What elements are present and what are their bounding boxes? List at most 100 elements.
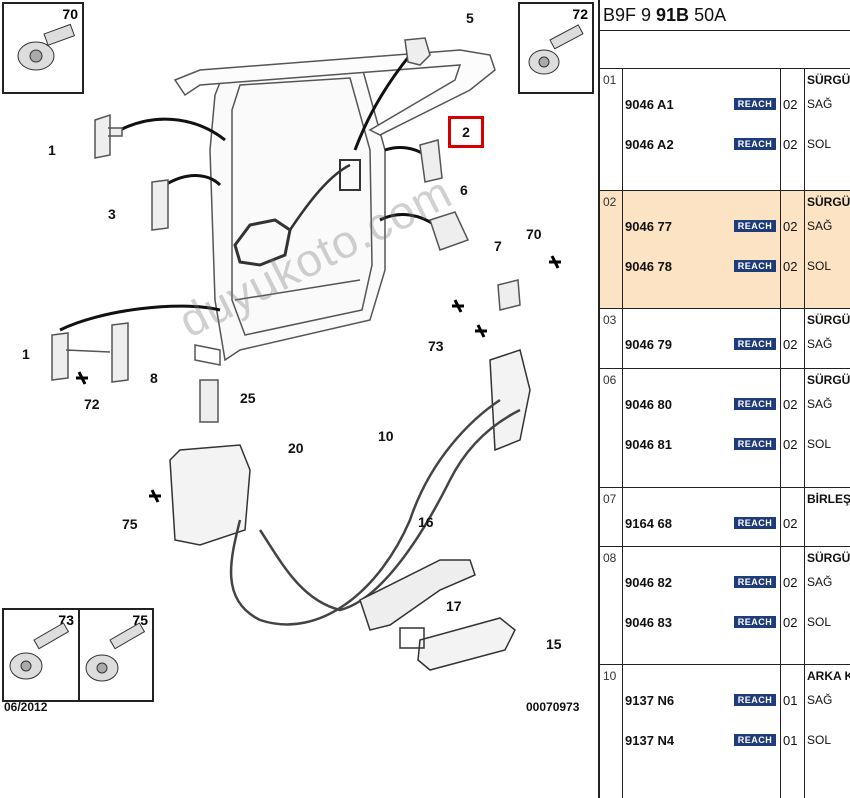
reach-badge: REACH [734,98,776,110]
header-prefix: B9F 9 [603,5,657,25]
part-quantity: 01 [783,733,798,748]
callout-72-b[interactable]: 72 [84,396,100,412]
screw-icon [9,622,70,680]
diagram-date: 06/2012 [4,700,48,714]
group-number: 02 [603,195,617,209]
part-reference[interactable]: 9137 N6 [625,693,675,708]
part-quantity: 02 [783,337,798,352]
callout-70-b[interactable]: 70 [526,226,542,242]
screw-icon [85,622,146,682]
inset-screw-72: 72 [518,2,594,94]
column-divider [780,69,781,191]
reach-badge: REACH [734,576,776,588]
part-side: SAĞ [807,693,833,707]
group-title: SÜRGÜ [807,73,850,87]
callout-15[interactable]: 15 [546,636,562,652]
group-title: SÜRGÜ [807,373,850,387]
callout-16[interactable]: 16 [418,514,434,530]
column-divider [804,191,805,309]
inset-screw-70: 70 [2,2,84,94]
column-divider [804,69,805,191]
part-reference[interactable]: 9046 82 [625,575,672,590]
group-title: ARKA K [807,669,850,683]
panel-header: B9F 9 91B 50A [600,0,850,30]
inset-label: 70 [62,6,78,22]
callout-8[interactable]: 8 [150,370,158,386]
reach-badge: REACH [734,338,776,350]
group-number: 10 [603,669,617,683]
column-divider [622,547,623,665]
part-reference[interactable]: 9046 77 [625,219,672,234]
part-reference[interactable]: 9046 A2 [625,137,674,152]
part-quantity: 02 [783,437,798,452]
part-quantity: 02 [783,137,798,152]
part-quantity: 02 [783,397,798,412]
part-side: SOL [807,259,832,273]
callout-75[interactable]: 75 [122,516,138,532]
group-number: 03 [603,313,617,327]
group-number: 08 [603,551,617,565]
part-quantity: 02 [783,516,798,531]
part-reference[interactable]: 9046 80 [625,397,672,412]
panel-header-spacer [600,30,850,69]
part-reference[interactable]: 9046 83 [625,615,672,630]
part-reference[interactable]: 9046 78 [625,259,672,274]
column-divider [780,191,781,309]
group-number: 07 [603,492,617,506]
part-reference[interactable]: 9046 81 [625,437,672,452]
reach-badge: REACH [734,517,776,529]
parts-group[interactable]: 07 BİRLEŞ 9164 68 REACH 02 [600,487,850,547]
callout-10[interactable]: 10 [378,428,394,444]
screw-icon [528,24,584,75]
diagram-code: 00070973 [526,700,580,714]
callout-20[interactable]: 20 [288,440,304,456]
callout-17[interactable]: 17 [446,598,462,614]
callout-73[interactable]: 73 [428,338,444,354]
screw-icon [17,23,76,71]
column-divider [804,369,805,488]
callout-1-lower[interactable]: 1 [22,346,30,362]
callout-2-highlighted[interactable]: 2 [448,116,484,148]
column-divider [622,665,623,798]
column-divider [780,547,781,665]
callout-7[interactable]: 7 [494,238,502,254]
part-side: SOL [807,437,832,451]
callout-6[interactable]: 6 [460,182,468,198]
part-reference[interactable]: 9046 A1 [625,97,674,112]
part-quantity: 01 [783,693,798,708]
column-divider [804,488,805,547]
reach-badge: REACH [734,138,776,150]
group-title: BİRLEŞ [807,492,850,506]
part-quantity: 02 [783,97,798,112]
part-reference[interactable]: 9137 N4 [625,733,675,748]
inset-label: 75 [132,612,148,628]
column-divider [780,309,781,369]
inset-screw-73: 73 [2,608,80,702]
callout-5[interactable]: 5 [466,10,474,26]
part-reference[interactable]: 9164 68 [625,516,672,531]
group-number: 06 [603,373,617,387]
group-number: 01 [603,73,617,87]
group-title: SÜRGÜ [807,551,850,565]
column-divider [622,369,623,488]
column-divider [622,488,623,547]
part-side: SAĞ [807,97,833,111]
group-title: SÜRGÜ [807,195,850,209]
part-quantity: 02 [783,219,798,234]
callout-3[interactable]: 3 [108,206,116,222]
callout-1-top[interactable]: 1 [48,142,56,158]
part-reference[interactable]: 9046 79 [625,337,672,352]
door-exploded-view [51,37,561,671]
reach-badge: REACH [734,734,776,746]
part-side: SOL [807,615,832,629]
inset-label: 72 [572,6,588,22]
reach-badge: REACH [734,616,776,628]
callout-25[interactable]: 25 [240,390,256,406]
